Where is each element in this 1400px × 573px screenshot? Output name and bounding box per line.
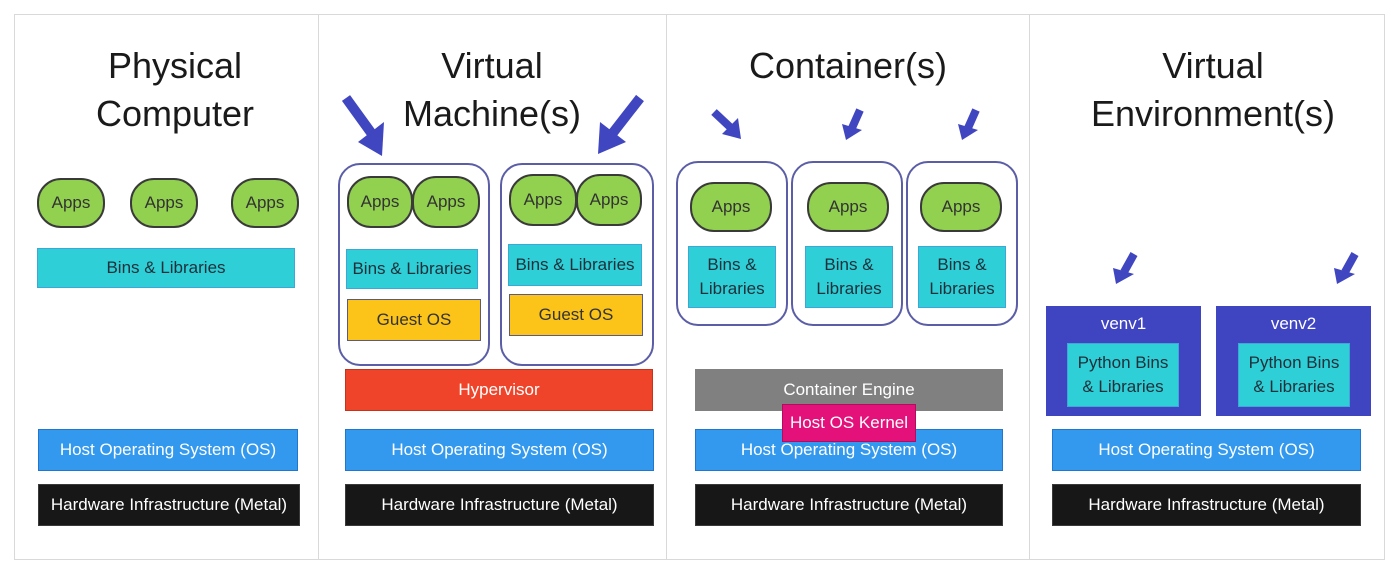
column-title: Virtual Machine(s) [402,45,582,134]
arrow-icon [958,108,980,140]
arrow-icon [711,109,741,139]
python-bins-libraries-layer: Python Bins & Libraries [1067,343,1179,407]
hardware-layer: Hardware Infrastructure (Metal) [38,484,300,526]
arrow-icon [341,95,384,156]
venv-name: venv2 [1270,314,1317,333]
column-divider [666,14,667,560]
hardware-layer: Hardware Infrastructure (Metal) [1052,484,1361,526]
venv-block: venv1 Python Bins & Libraries [1046,306,1201,416]
column-title: Physical Computer [95,45,255,134]
vm-group [338,163,490,366]
bins-libraries-layer: Bins & Libraries [508,244,642,286]
apps-block: Apps [509,174,577,226]
apps-block: Apps [807,182,889,232]
column-title: Virtual Environment(s) [1090,45,1336,134]
arrow-icon [598,94,644,154]
apps-block: Apps [130,178,198,228]
apps-block: Apps [231,178,299,228]
host-os-layer: Host Operating System (OS) [38,429,298,471]
container-engine-layer: Container Engine [695,369,1003,411]
column-title: Container(s) [748,45,948,86]
host-os-layer: Host Operating System (OS) [1052,429,1361,471]
hardware-layer: Hardware Infrastructure (Metal) [345,484,654,526]
hardware-layer: Hardware Infrastructure (Metal) [695,484,1003,526]
host-os-kernel-layer: Host OS Kernel [782,404,916,442]
host-os-layer: Host Operating System (OS) [345,429,654,471]
bins-libraries-layer: Bins & Libraries [688,246,776,308]
apps-block: Apps [412,176,480,228]
hypervisor-layer: Hypervisor [345,369,653,411]
venv-name: venv1 [1100,314,1147,333]
container-group [791,161,903,326]
arrow-icon [1113,252,1138,284]
arrow-icon [842,108,864,140]
venv-block: venv2 Python Bins & Libraries [1216,306,1371,416]
column-divider [1029,14,1030,560]
container-group [676,161,788,326]
vm-group [500,163,654,366]
apps-block: Apps [576,174,642,226]
guest-os-layer: Guest OS [347,299,481,341]
arrow-icon [1334,252,1359,284]
bins-libraries-layer: Bins & Libraries [346,249,478,289]
bins-libraries-layer: Bins & Libraries [805,246,893,308]
apps-block: Apps [690,182,772,232]
apps-block: Apps [347,176,413,228]
column-divider [318,14,319,560]
guest-os-layer: Guest OS [509,294,643,336]
python-bins-libraries-layer: Python Bins & Libraries [1238,343,1350,407]
container-group [906,161,1018,326]
diagram-frame [14,14,1385,560]
bins-libraries-layer: Bins & Libraries [37,248,295,288]
apps-block: Apps [37,178,105,228]
apps-block: Apps [920,182,1002,232]
bins-libraries-layer: Bins & Libraries [918,246,1006,308]
